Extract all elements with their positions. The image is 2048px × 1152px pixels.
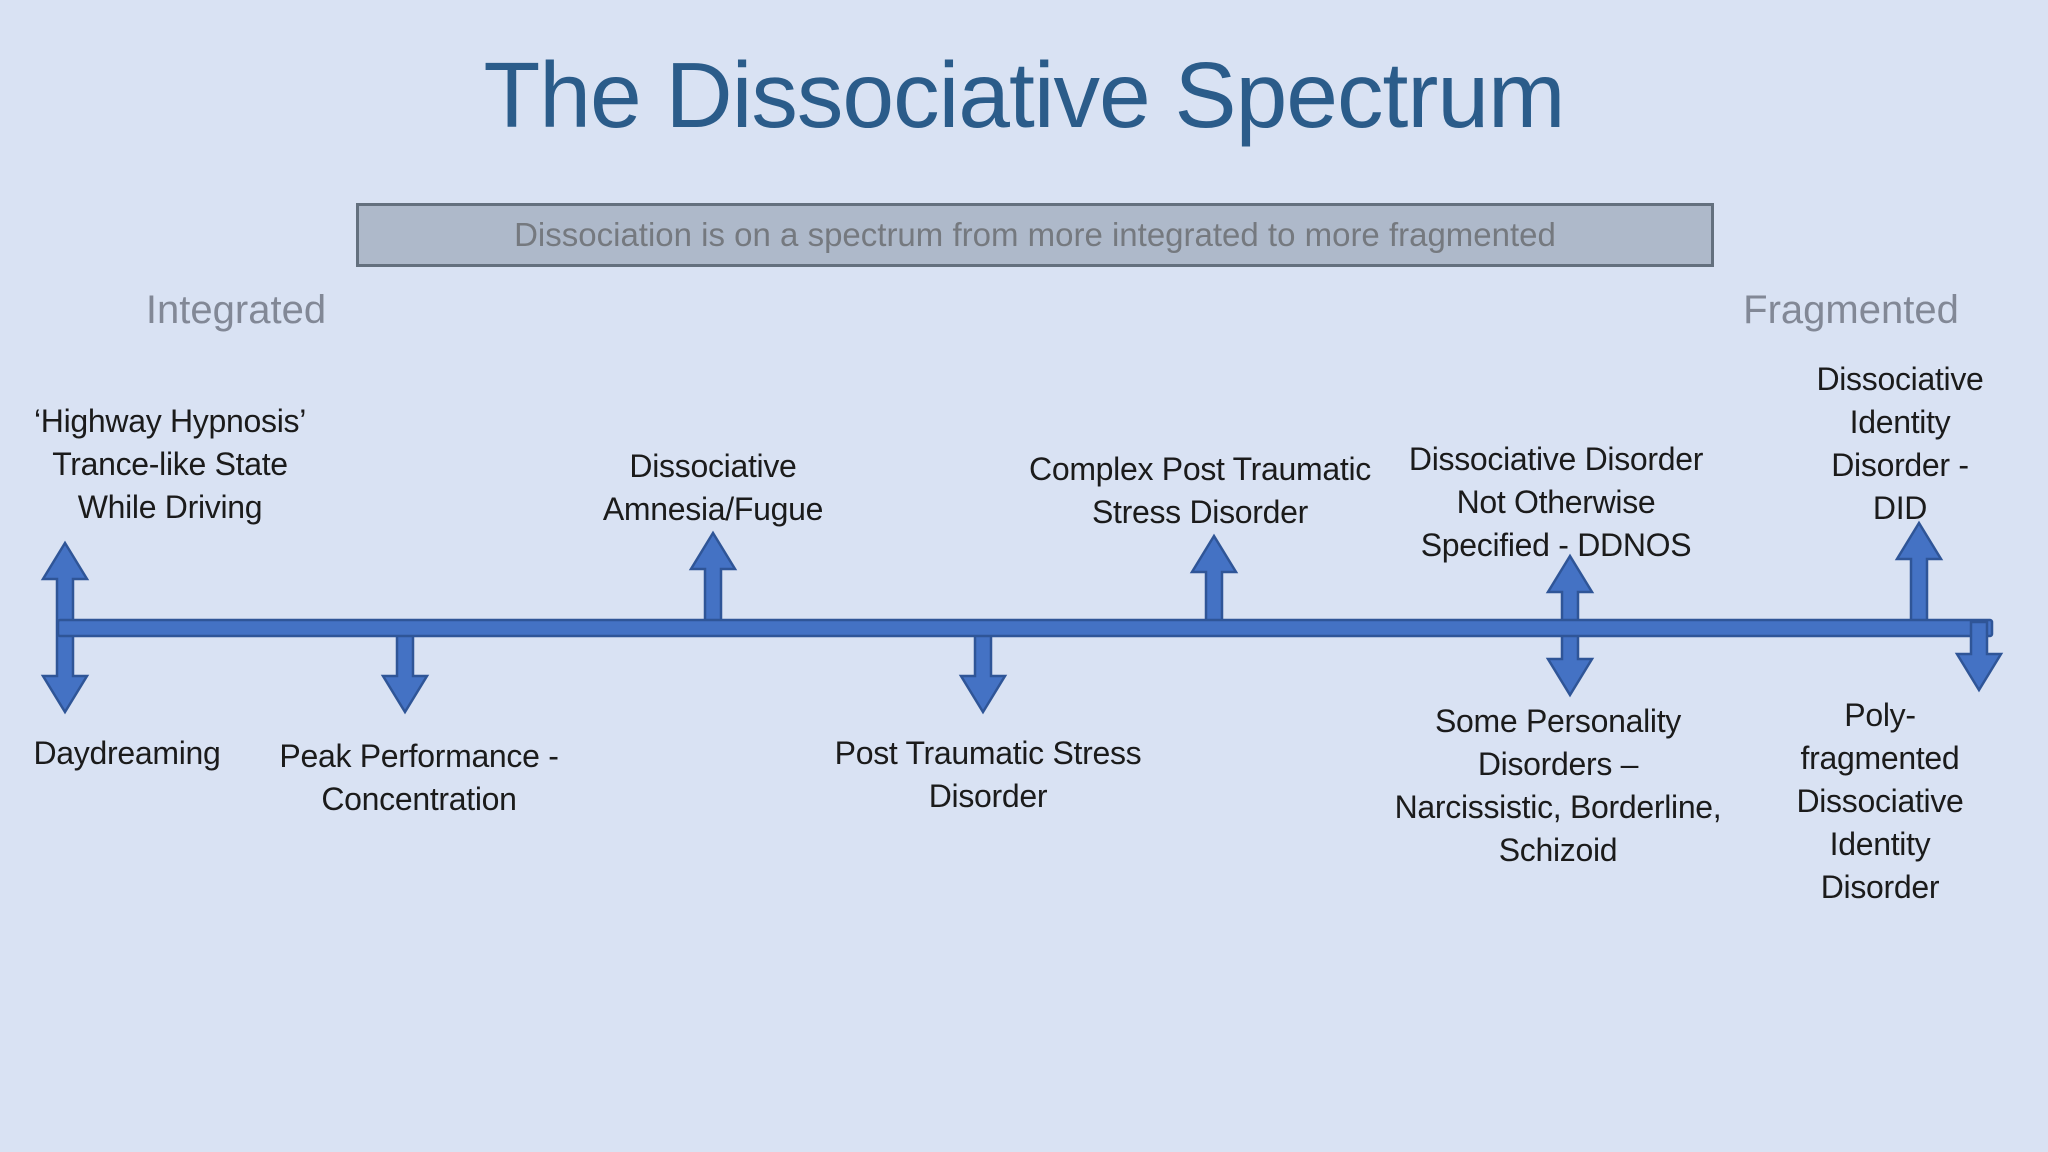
spectrum-item-label-poly-fragmented-did: Poly-fragmented Dissociative Identity Di… xyxy=(1796,697,1964,905)
spectrum-line xyxy=(56,618,1994,638)
spectrum-item-label-did: Dissociative Identity Disorder - DID xyxy=(1816,361,1984,526)
slide-title: The Dissociative Spectrum xyxy=(483,43,1565,147)
subtitle-banner-text: Dissociation is on a spectrum from more … xyxy=(514,216,1556,253)
spectrum-item-label-complex-ptsd: Complex Post Traumatic Stress Disorder xyxy=(1029,451,1371,530)
up-arrow-icon xyxy=(1189,533,1239,634)
subtitle-banner: Dissociation is on a spectrum from more … xyxy=(356,203,1714,267)
spectrum-item-label-highway-hypnosis: ‘Highway Hypnosis’ Trance-like State Whi… xyxy=(33,403,307,525)
spectrum-item-label-peak-performance: Peak Performance - Concentration xyxy=(279,738,559,817)
up-arrow-icon xyxy=(688,530,738,634)
pole-label-integrated: Integrated xyxy=(145,288,327,332)
pole-label-fragmented: Fragmented xyxy=(1743,288,1959,332)
down-arrow-icon xyxy=(1954,620,2004,693)
up-arrow-icon xyxy=(1894,520,1944,634)
spectrum-item-label-ptsd: Post Traumatic Stress Disorder xyxy=(834,735,1142,814)
spectrum-item-label-dissociative-amnesia: Dissociative Amnesia/Fugue xyxy=(602,448,824,527)
spectrum-item-label-ddnos: Dissociative Disorder Not Otherwise Spec… xyxy=(1408,441,1704,563)
spectrum-item-label-some-personality-disorders: Some Personality Disorders – Narcissisti… xyxy=(1394,703,1722,868)
spectrum-item-label-daydreaming: Daydreaming xyxy=(33,735,221,771)
